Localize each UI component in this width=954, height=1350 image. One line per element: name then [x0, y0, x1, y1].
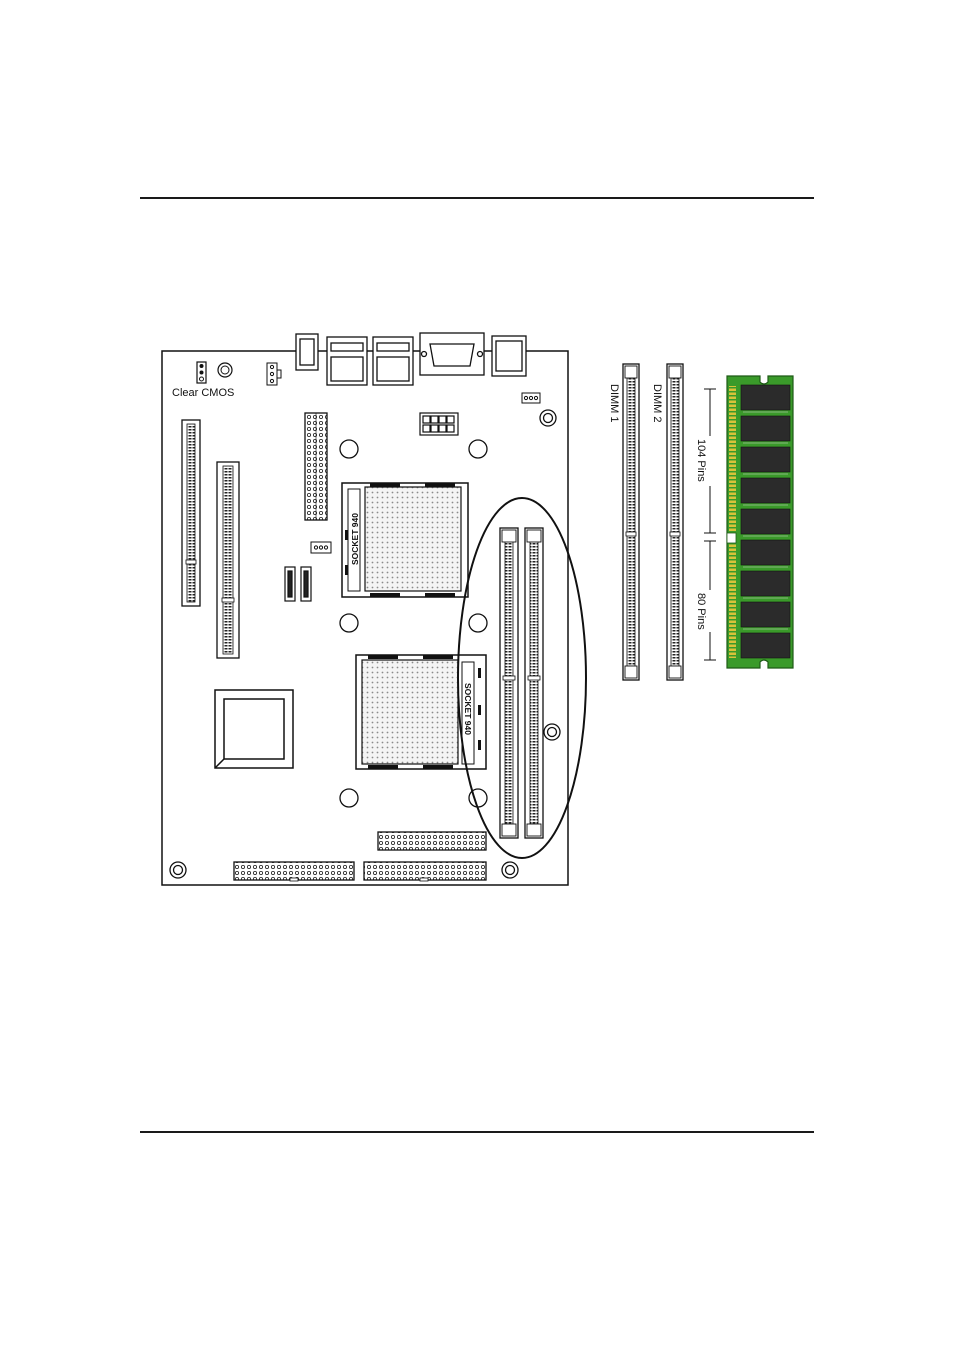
board-dimm-slot-2 — [525, 528, 543, 838]
ide-header-1 — [234, 862, 354, 881]
socket-bottom-label: SOCKET 940 — [463, 683, 473, 735]
usb-lan-port-2 — [373, 337, 413, 385]
dimm-slot-2-illustration — [667, 364, 683, 680]
audio-jack — [296, 334, 318, 370]
dimm2-label: DIMM 2 — [651, 384, 663, 423]
ide-header-2 — [364, 862, 486, 881]
floppy-header — [378, 832, 486, 850]
pci-slot-1 — [182, 420, 200, 606]
sata-connector-2 — [301, 567, 311, 601]
dimm1-label: DIMM 1 — [608, 384, 620, 423]
board-dimm-slot-1 — [500, 528, 518, 838]
cpu-socket-1: SOCKET 940 — [342, 483, 468, 597]
dimm-slot-1-illustration — [623, 364, 639, 680]
socket-top-label: SOCKET 940 — [350, 513, 360, 565]
fan-header-2 — [522, 393, 540, 403]
cpu-power-connector — [420, 413, 458, 435]
pins-104-label: 104 Pins — [695, 439, 707, 482]
chipset — [215, 690, 293, 768]
ps2-port — [492, 336, 526, 376]
vga-port — [420, 333, 484, 375]
fan-header-3 — [311, 542, 331, 553]
clear-cmos-label: Clear CMOS — [172, 387, 234, 399]
memory-chips — [741, 385, 790, 658]
memory-module — [727, 376, 793, 668]
cpu-socket-2: SOCKET 940 — [356, 655, 486, 769]
usb-lan-port-1 — [327, 337, 367, 385]
sata-connector-1 — [285, 567, 295, 601]
pins-80-label: 80 Pins — [695, 593, 707, 630]
pci-slot-2 — [217, 462, 239, 658]
atx-power-connector — [305, 413, 327, 520]
